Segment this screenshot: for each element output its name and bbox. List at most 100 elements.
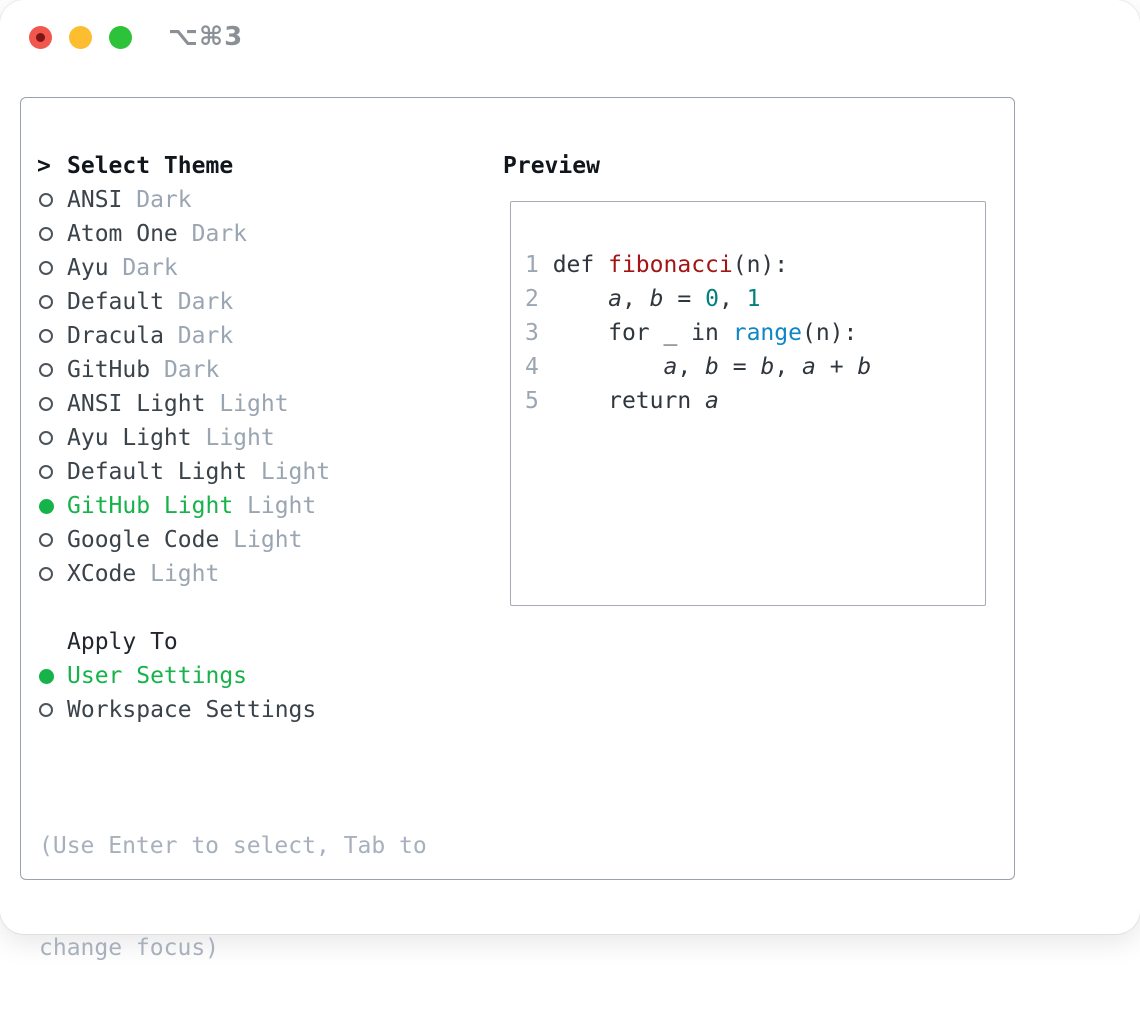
code-token: , [677, 354, 706, 380]
code-token: return [538, 388, 706, 414]
option-label: XCode [67, 561, 137, 587]
theme-option[interactable]: XCode Light [37, 557, 427, 591]
code-token: b [857, 354, 872, 380]
code-token: = [718, 354, 761, 380]
radio-unselected-icon [39, 295, 53, 309]
option-variant: Dark [163, 323, 234, 349]
theme-option[interactable]: GitHub Light Light [37, 489, 427, 523]
code-preview: 1 def fibonacci(n): 2 a, b = 0, 1 3 for _ … [525, 248, 985, 418]
theme-option[interactable]: Atom One Dark [37, 217, 427, 251]
theme-option[interactable]: Default Dark [37, 285, 427, 319]
modified-dot-icon [36, 33, 45, 42]
code-token: for _ in [538, 320, 733, 346]
option-variant: Light [247, 459, 331, 485]
radio-unselected-icon [39, 261, 53, 275]
option-label: Default [67, 289, 164, 315]
radio-selected-icon [39, 668, 54, 684]
theme-option[interactable]: Ayu Light Light [37, 421, 427, 455]
option-label: Dracula [67, 323, 164, 349]
minimize-button[interactable] [69, 26, 92, 49]
code-token: a [705, 388, 719, 414]
close-button[interactable] [29, 26, 52, 49]
theme-option[interactable]: Dracula Dark [37, 319, 427, 353]
traffic-lights [29, 26, 132, 49]
code-token: a [608, 286, 622, 312]
titlebar: ⌥⌘3 [0, 0, 1140, 76]
code-token: a [802, 354, 816, 380]
code-token: , [621, 286, 650, 312]
window-title: ⌥⌘3 [168, 22, 244, 52]
code-line: 3 for _ in range(n): [525, 316, 985, 350]
apply-to-option[interactable]: User Settings [37, 659, 427, 693]
option-label: GitHub [67, 357, 151, 383]
radio-unselected-icon [39, 363, 53, 377]
theme-option[interactable]: Google Code Light [37, 523, 427, 557]
option-label: Google Code [67, 527, 220, 553]
option-variant: Light [205, 391, 289, 417]
preview-box: 1 def fibonacci(n): 2 a, b = 0, 1 3 for _ … [510, 201, 986, 606]
code-line: 4 a, b = b, a + b [525, 350, 985, 384]
code-token: (n): [732, 252, 789, 278]
option-variant: Dark [122, 187, 192, 213]
code-line: 1 def fibonacci(n): [525, 248, 985, 282]
theme-option[interactable]: ANSI Dark [37, 183, 427, 217]
code-token: + [815, 354, 858, 380]
code-token: 0 [705, 286, 719, 312]
radio-unselected-icon [39, 431, 53, 445]
code-line: 5 return a [525, 384, 985, 418]
radio-selected-icon [39, 498, 54, 514]
option-label: ANSI [67, 187, 123, 213]
hint-line-1: (Use Enter to select, Tab to [39, 833, 427, 859]
option-variant: Light [219, 527, 303, 553]
radio-unselected-icon [39, 703, 53, 717]
blank-row [525, 418, 985, 452]
option-label: Ayu Light [67, 425, 192, 451]
apply-to-option[interactable]: Workspace Settings [37, 693, 427, 727]
radio-unselected-icon [39, 533, 53, 547]
code-token [539, 286, 608, 312]
select-theme-header: > Select Theme [37, 149, 427, 183]
code-token: = [663, 286, 706, 312]
line-number: 2 [525, 286, 539, 312]
code-token: (n): [801, 320, 858, 346]
line-number: 4 [525, 354, 539, 380]
code-token: , [774, 354, 803, 380]
apply-to-header: Apply To [37, 625, 427, 659]
line-number: 1 [525, 252, 539, 278]
option-variant: Light [136, 561, 220, 587]
option-variant: Light [233, 493, 317, 519]
code-token: b [649, 286, 664, 312]
code-token: , [718, 286, 747, 312]
code-token: range [732, 320, 802, 346]
line-number: 5 [525, 388, 539, 414]
option-variant: Dark [150, 357, 220, 383]
option-label: Default Light [67, 459, 248, 485]
option-variant: Light [191, 425, 275, 451]
radio-unselected-icon [39, 227, 53, 241]
apply-to-title: Apply To [67, 629, 178, 655]
radio-unselected-icon [39, 567, 53, 581]
theme-option[interactable]: GitHub Dark [37, 353, 427, 387]
code-token: a [663, 354, 678, 380]
option-variant: Dark [108, 255, 178, 281]
theme-option[interactable]: ANSI Light Light [37, 387, 427, 421]
hint-line-2: change focus) [39, 935, 220, 961]
code-token: 1 [746, 286, 761, 312]
option-label: GitHub Light [67, 493, 234, 519]
preview-column: Preview 1 def fibonacci(n): 2 a, b = 0, 1… [501, 149, 986, 606]
maximize-button[interactable] [109, 26, 132, 49]
line-number: 3 [525, 320, 539, 346]
theme-option[interactable]: Ayu Dark [37, 251, 427, 285]
cursor-prompt-icon: > [37, 153, 51, 179]
option-label: Workspace Settings [67, 697, 317, 723]
code-token: b [760, 354, 775, 380]
option-label: Ayu [67, 255, 109, 281]
radio-unselected-icon [39, 465, 53, 479]
theme-option[interactable]: Default Light Light [37, 455, 427, 489]
code-token: def [538, 252, 609, 278]
preview-title: Preview [503, 153, 600, 179]
